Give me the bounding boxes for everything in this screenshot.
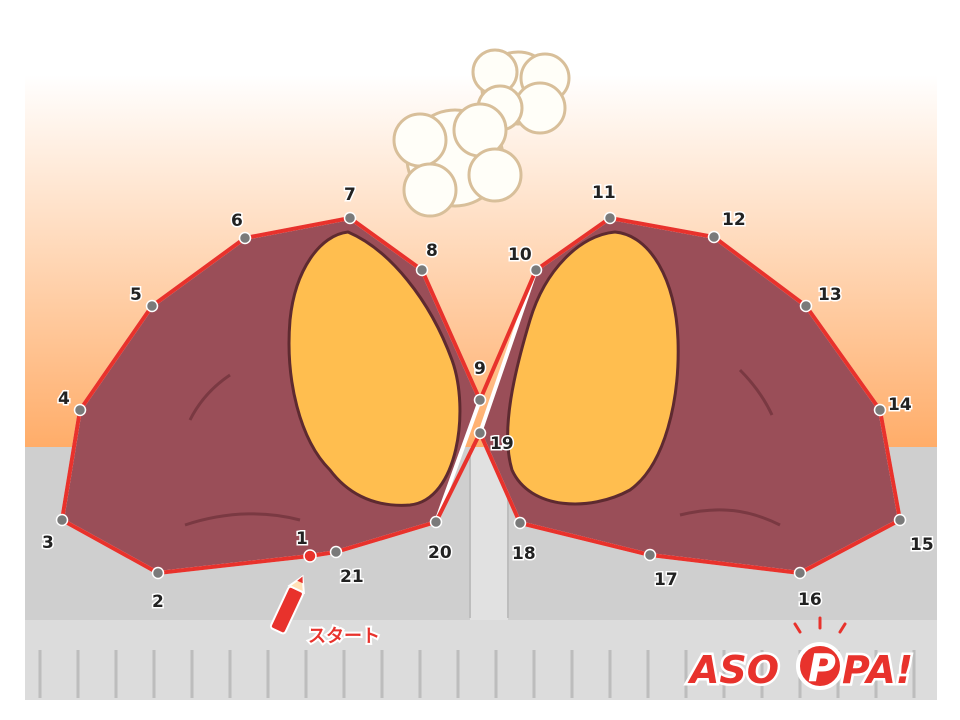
dot-label-17: 17 bbox=[654, 570, 678, 590]
dot-label-15: 15 bbox=[910, 535, 934, 555]
dot-connecting-line bbox=[60, 216, 902, 575]
start-label: スタート bbox=[308, 626, 380, 647]
dot-label-18: 18 bbox=[512, 544, 536, 564]
logo-text-left: ASO bbox=[687, 648, 779, 692]
dot-label-3: 3 bbox=[42, 533, 54, 553]
dot-16[interactable] bbox=[793, 566, 807, 580]
dot-18[interactable] bbox=[513, 516, 527, 530]
dot-1[interactable] bbox=[303, 549, 317, 563]
potato-right-flesh bbox=[506, 230, 680, 506]
dot-14[interactable] bbox=[873, 403, 887, 417]
dot-label-19: 19 bbox=[490, 434, 514, 454]
dot-6[interactable] bbox=[238, 231, 252, 245]
potato-left-flesh bbox=[287, 230, 462, 507]
pencil-icon bbox=[269, 574, 306, 635]
potato-right-skin-mark bbox=[738, 368, 774, 416]
potato-left-skin-mark bbox=[188, 373, 231, 421]
dot-21[interactable] bbox=[329, 545, 343, 559]
logo-text-right: PA! bbox=[842, 648, 913, 692]
dot-label-14: 14 bbox=[888, 395, 912, 415]
dot-label-13: 13 bbox=[818, 285, 842, 305]
dot-label-1: 1 bbox=[296, 529, 308, 549]
dot-4[interactable] bbox=[73, 403, 87, 417]
dot-label-8: 8 bbox=[426, 241, 438, 261]
dot-19[interactable] bbox=[473, 426, 487, 440]
dot-7[interactable] bbox=[343, 211, 357, 225]
potato-left-skin-mark-bottom bbox=[184, 512, 301, 527]
dot-label-12: 12 bbox=[722, 210, 746, 230]
steam-cloud-bottom bbox=[392, 102, 523, 218]
dot-17[interactable] bbox=[643, 548, 657, 562]
logo-text-p: P bbox=[808, 646, 836, 690]
dot-2[interactable] bbox=[151, 566, 165, 580]
dot-label-6: 6 bbox=[231, 211, 243, 231]
dot-10[interactable] bbox=[529, 263, 543, 277]
dot-label-7: 7 bbox=[344, 185, 356, 205]
dot-label-9: 9 bbox=[474, 359, 486, 379]
dot-label-11: 11 bbox=[592, 183, 616, 203]
dot-label-5: 5 bbox=[130, 285, 142, 305]
dot-12[interactable] bbox=[707, 230, 721, 244]
dot-label-10: 10 bbox=[508, 245, 532, 265]
steam-cloud-top bbox=[471, 48, 571, 135]
dot-label-20: 20 bbox=[428, 543, 452, 563]
logo-sparkle-icon bbox=[793, 616, 847, 634]
ground-fence bbox=[25, 620, 937, 700]
potato-right-skin-mark-bottom bbox=[679, 508, 781, 527]
dot-5[interactable] bbox=[145, 299, 159, 313]
dot-13[interactable] bbox=[799, 299, 813, 313]
dot-11[interactable] bbox=[603, 211, 617, 225]
dot-3[interactable] bbox=[55, 513, 69, 527]
dot-label-4: 4 bbox=[58, 389, 70, 409]
logo-magnifier-icon bbox=[796, 642, 844, 690]
dot-15[interactable] bbox=[893, 513, 907, 527]
dot-label-2: 2 bbox=[152, 592, 164, 612]
dot-label-16: 16 bbox=[798, 590, 822, 610]
fence-lines bbox=[38, 650, 916, 698]
dot-20[interactable] bbox=[429, 515, 443, 529]
dot-9[interactable] bbox=[473, 393, 487, 407]
dot-label-21: 21 bbox=[340, 567, 364, 587]
asoppa-logo: ASO P PA! bbox=[685, 616, 916, 695]
dot-8[interactable] bbox=[415, 263, 429, 277]
